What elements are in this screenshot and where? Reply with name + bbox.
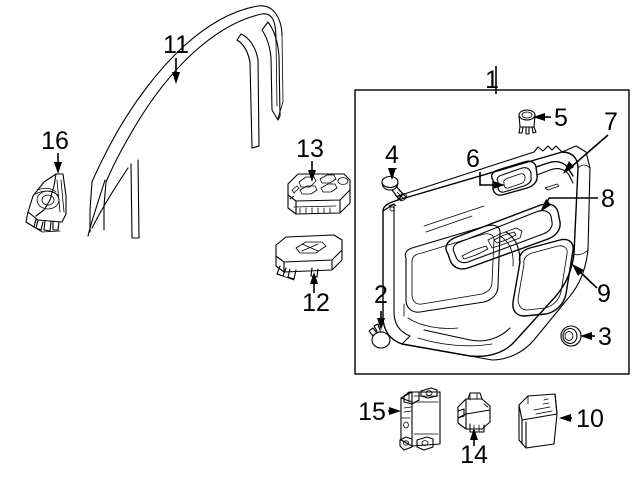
part-10-storage-bin xyxy=(518,393,558,449)
callout-label-5: 5 xyxy=(554,104,568,132)
part-4-screw xyxy=(381,175,407,202)
callout-label-10: 10 xyxy=(576,405,604,433)
leader-7 xyxy=(569,134,609,169)
part-2-retainer-clip xyxy=(368,323,391,349)
part-12-single-window-switch xyxy=(275,234,343,281)
part-15-control-module xyxy=(399,387,441,451)
callout-label-13: 13 xyxy=(296,135,324,163)
arrowhead-7 xyxy=(563,161,574,174)
part-11-window-frame-molding xyxy=(87,5,284,239)
callout-label-3: 3 xyxy=(598,323,612,351)
arrowhead-8 xyxy=(540,199,551,212)
callout-label-9: 9 xyxy=(597,280,611,308)
arrowhead-3 xyxy=(580,332,592,340)
arrowhead-9 xyxy=(572,264,584,276)
arrowhead-14 xyxy=(470,428,478,440)
callout-label-15: 15 xyxy=(358,398,386,426)
arrowhead-2 xyxy=(377,318,385,330)
arrowhead-4 xyxy=(388,168,396,180)
callout-label-2: 2 xyxy=(374,281,388,309)
arrowhead-16 xyxy=(54,162,62,174)
arrowhead-6 xyxy=(493,181,505,189)
arrowhead-11 xyxy=(172,72,180,84)
callout-label-7: 7 xyxy=(604,108,618,136)
callout-label-1: 1 xyxy=(485,66,499,94)
callout-label-11: 11 xyxy=(163,31,189,59)
part-16-mirror-trim-cover xyxy=(25,173,67,233)
callout-label-6: 6 xyxy=(466,145,480,173)
callout-label-12: 12 xyxy=(302,289,330,317)
arrowhead-12 xyxy=(310,272,318,284)
door-trim-panel-body xyxy=(382,145,591,361)
leader-6 xyxy=(479,172,497,186)
callout-label-8: 8 xyxy=(601,185,615,213)
arrowhead-10 xyxy=(559,414,571,422)
callout-label-4: 4 xyxy=(385,141,399,169)
callout-label-16: 16 xyxy=(41,127,69,155)
part-5-cap-plug xyxy=(518,109,537,135)
arrowhead-15 xyxy=(389,407,401,415)
arrowhead-13 xyxy=(308,170,316,182)
leader-9 xyxy=(577,269,598,289)
arrowhead-5 xyxy=(533,113,545,121)
callout-label-14: 14 xyxy=(460,441,488,469)
part-14-relay-module xyxy=(457,392,491,433)
part-13-master-window-switch xyxy=(287,173,351,215)
part-1-group-box xyxy=(354,89,630,375)
part-3-grommet xyxy=(560,325,582,347)
